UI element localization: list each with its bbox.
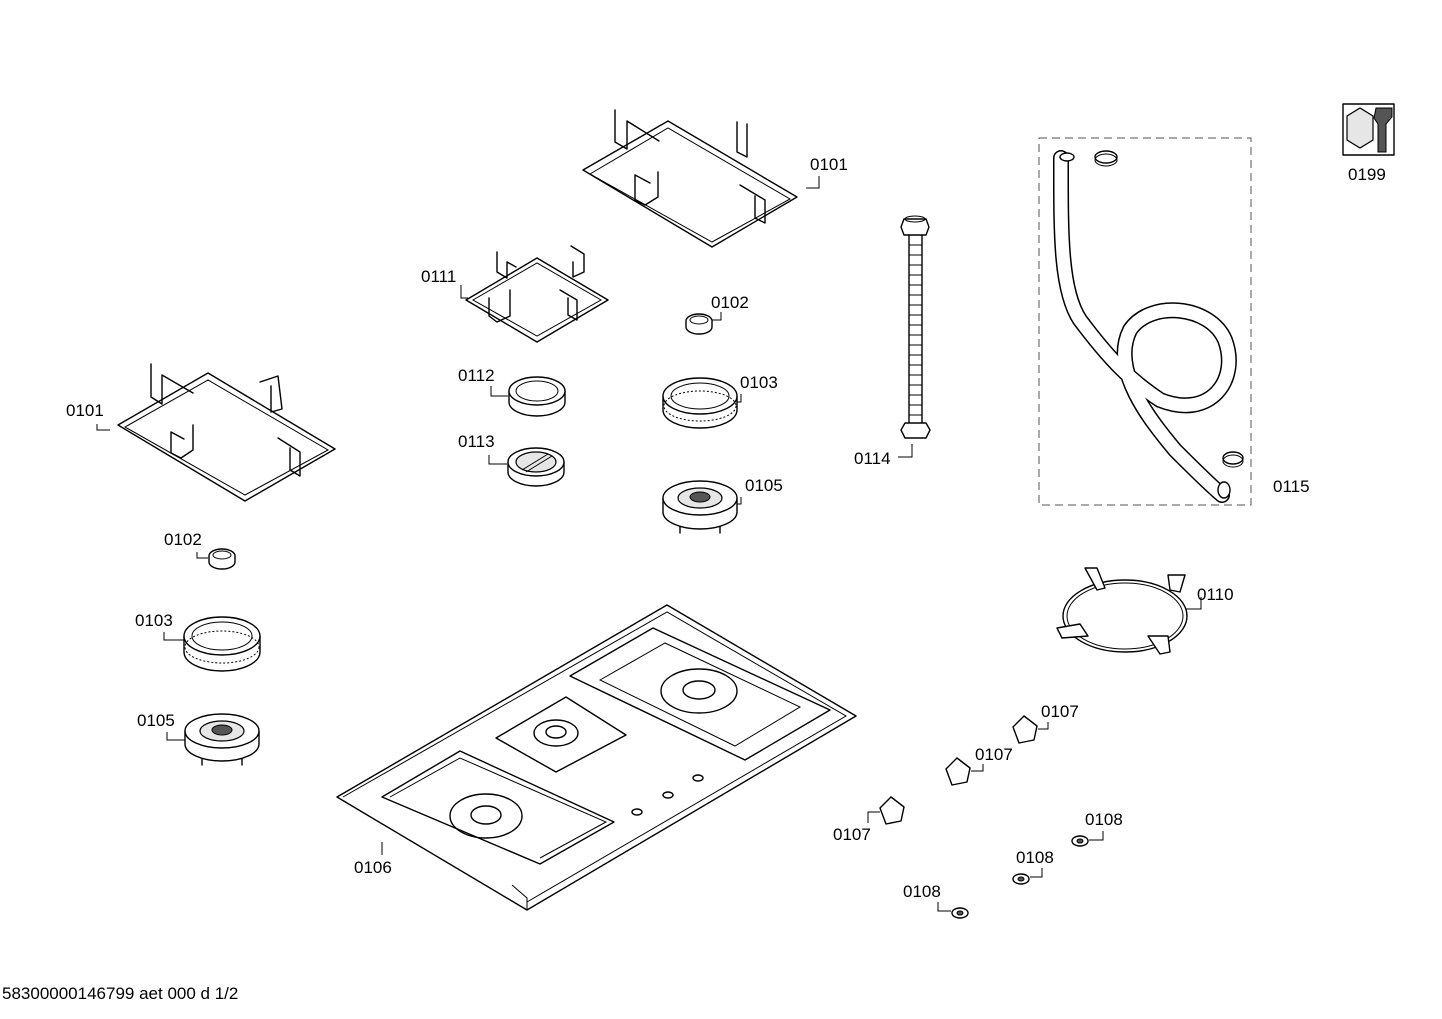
washer-c <box>951 907 969 919</box>
callout-0107-a: 0107 <box>1041 702 1079 721</box>
callout-0199: 0199 <box>1348 165 1386 184</box>
callout-0108-b: 0108 <box>1016 848 1054 867</box>
washer-a <box>1071 835 1089 847</box>
callout-0105-left: 0105 <box>137 711 175 730</box>
callout-0101-left: 0101 <box>66 401 104 420</box>
washer-b <box>1012 873 1030 885</box>
burner-cap-top <box>685 313 713 335</box>
burner-cap-left <box>208 548 236 570</box>
wok-ring-support <box>1056 567 1188 655</box>
callout-0102-left: 0102 <box>164 530 202 549</box>
callout-0113: 0113 <box>458 432 495 451</box>
callout-0112: 0112 <box>458 366 495 385</box>
callout-0103-top: 0103 <box>740 373 778 392</box>
pan-support-grid-top <box>582 109 798 248</box>
document-reference-footer: 58300000146799 aet 000 d 1/2 <box>2 984 239 1003</box>
callout-0107-c: 0107 <box>833 825 871 844</box>
flexible-gas-pipe <box>900 215 931 439</box>
callout-0107-b: 0107 <box>975 745 1013 764</box>
burner-ring-left <box>183 616 261 672</box>
pan-support-grid-left <box>117 363 336 502</box>
hob-top-plate <box>336 604 857 911</box>
callout-0114: 0114 <box>854 449 891 468</box>
callout-0101-top: 0101 <box>810 155 848 174</box>
burner-cap-small <box>507 447 565 487</box>
burner-body-left <box>184 713 260 766</box>
gas-hose-kit <box>1038 137 1252 506</box>
callout-0108-c: 0108 <box>903 882 941 901</box>
callout-0102-top: 0102 <box>711 293 749 312</box>
callout-0108-a: 0108 <box>1085 810 1123 829</box>
callout-0103-left: 0103 <box>135 611 173 630</box>
burner-ring-top <box>662 377 738 429</box>
burner-ring-small <box>508 376 566 417</box>
callout-0105-top: 0105 <box>745 476 783 495</box>
leader-lines <box>96 176 1202 912</box>
callout-0115: 0115 <box>1273 477 1310 496</box>
control-knob-a <box>1012 715 1038 744</box>
callout-0106: 0106 <box>354 858 392 877</box>
callout-0111: 0111 <box>421 267 457 286</box>
control-knob-c <box>879 796 905 825</box>
pan-support-grid-small <box>465 245 609 343</box>
tool-service-icon <box>1342 103 1395 156</box>
burner-body-top <box>662 480 738 534</box>
control-knob-b <box>945 757 971 786</box>
callout-0110: 0110 <box>1197 585 1234 604</box>
